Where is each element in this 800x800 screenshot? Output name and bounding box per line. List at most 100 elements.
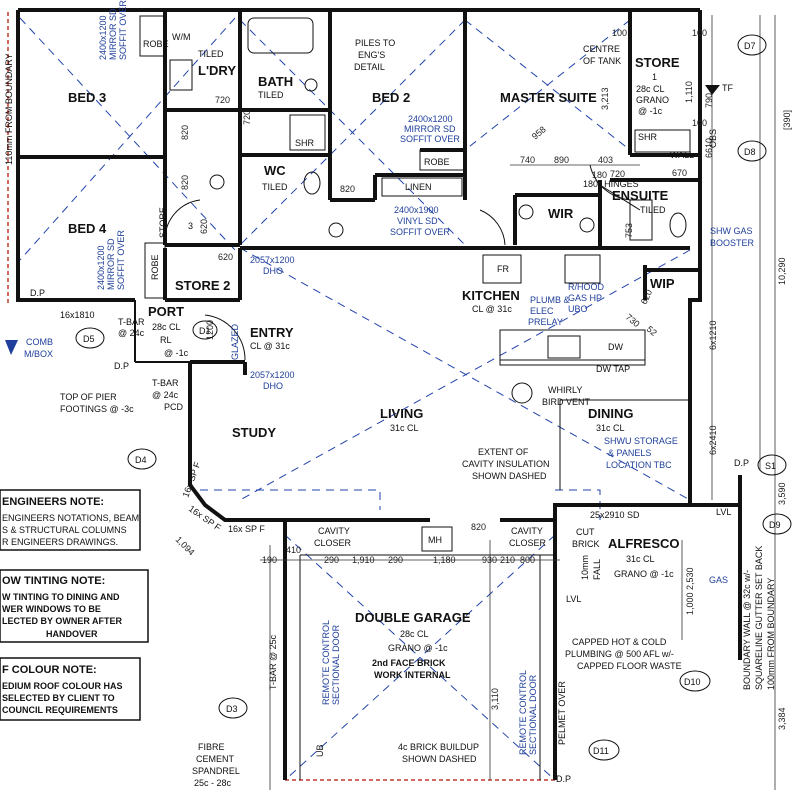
label-obs: OBS: [708, 129, 718, 148]
shw-gas-1: SHW GAS: [710, 226, 753, 236]
cavity-closer-1: CAVITY: [318, 526, 350, 536]
svg-text:290: 290: [388, 555, 403, 565]
remote2-2: SECTIONAL DOOR: [528, 674, 538, 755]
svg-text:1,000: 1,000: [685, 592, 695, 615]
label-gas: GAS: [709, 575, 728, 585]
room-wip: WIP: [650, 276, 675, 291]
tinting-note: OW TINTING NOTE: W TINTING TO DINING AND…: [0, 569, 149, 643]
svg-text:820: 820: [471, 522, 486, 532]
room-bath: BATH: [258, 74, 293, 89]
room-bed3: BED 3: [68, 90, 106, 105]
svg-text:WER WINDOWS TO BE: WER WINDOWS TO BE: [2, 604, 101, 614]
brick-buildup-1: 4c BRICK BUILDUP: [398, 742, 479, 752]
comb-1: COMB: [26, 337, 53, 347]
remote2-1: REMOTE CONTROL: [518, 670, 528, 755]
svg-text:800: 800: [520, 555, 535, 565]
capped-2: PLUMBING @ 500 AFL w/-: [565, 649, 674, 659]
room-garage: DOUBLE GARAGE: [355, 610, 471, 625]
boundary-right-1: BOUNDARY WALL @ 32c w/-: [742, 570, 752, 690]
marker-d10: D10: [679, 670, 711, 692]
marker-d7: D7: [737, 34, 767, 56]
engineers-note: ENGINEERS NOTE: ENGINEERS NOTATIONS, BEA…: [0, 489, 141, 551]
fall-1: 10mm: [580, 555, 590, 580]
room-wc: WC: [264, 163, 286, 178]
cavity-ins-1: EXTENT OF: [478, 447, 529, 457]
dp-2: D.P: [114, 361, 129, 371]
pier-1: TOP OF PIER: [60, 392, 117, 402]
svg-text:740: 740: [520, 155, 535, 165]
room-laundry-sub: TILED: [198, 49, 224, 59]
plumb-3: PRELAY: [528, 317, 563, 327]
svg-text:670: 670: [672, 168, 687, 178]
svg-text:790: 790: [704, 93, 714, 108]
shwu-3: LOCATION TBC: [606, 460, 672, 470]
cut-brick-2: BRICK: [572, 539, 600, 549]
svg-text:D10: D10: [684, 677, 701, 687]
fibre-3: SPANDREL: [192, 766, 240, 776]
colour-note: F COLOUR NOTE: EDIUM ROOF COLOUR HAS SEL…: [0, 657, 141, 721]
marker-d8: D8: [737, 140, 767, 162]
svg-text:10,290: 10,290: [777, 257, 787, 285]
room-port-detail2: @ -1c: [164, 348, 189, 358]
shwu-1: SHWU STORAGE: [604, 436, 678, 446]
cavity-closer-2: CLOSER: [314, 538, 352, 548]
room-bath-sub: TILED: [258, 90, 284, 100]
svg-text:S1: S1: [765, 461, 776, 471]
svg-text:403: 403: [598, 155, 613, 165]
marker-d1: D1: [192, 320, 218, 340]
marker-s1: S1: [757, 454, 787, 476]
cavity-ins-2: CAVITY INSULATION: [462, 459, 550, 469]
mirror-bed3-2: MIRROR SD: [108, 8, 118, 60]
piles-line1: PILES TO: [355, 38, 395, 48]
room-entry: ENTRY: [250, 325, 294, 340]
room-dining-sub: 31c CL: [596, 423, 625, 433]
label-lvl-1: LVL: [716, 507, 731, 517]
label-shr-ensuite: SHR: [638, 132, 658, 142]
svg-text:620: 620: [218, 252, 233, 262]
mirror-bed3-3: SOFFIT OVER: [118, 0, 128, 60]
label-pelmet: PELMET OVER: [557, 681, 567, 745]
svg-text:1200: 1200: [205, 320, 215, 340]
svg-text:1,180: 1,180: [433, 555, 456, 565]
fibre-1: FIBRE: [198, 742, 225, 752]
label-wall: WALL: [670, 150, 694, 160]
svg-text:52: 52: [645, 324, 659, 338]
marker-d3: D3: [218, 697, 248, 719]
pier-2: FOOTINGS @ -3c: [60, 404, 134, 414]
boundary-right-2: SQUARELINE GUTTER SET BACK: [754, 546, 764, 690]
svg-text:D8: D8: [744, 147, 756, 157]
svg-text:820: 820: [180, 175, 190, 190]
room-alfresco: ALFRESCO: [608, 536, 680, 551]
svg-text:D1: D1: [199, 326, 211, 336]
mirror-bed2-3: SOFFIT OVER: [400, 134, 460, 144]
vinyl-2: VINYL SD: [397, 216, 438, 226]
svg-text:6610: 6610: [704, 138, 714, 158]
svg-text:EDIUM ROOF COLOUR HAS: EDIUM ROOF COLOUR HAS: [2, 681, 123, 691]
label-wm: W/M: [172, 32, 191, 42]
svg-text:620: 620: [199, 219, 209, 234]
mirror-bed2-1: 2400x1200: [408, 114, 453, 124]
sd16-3: 16x SP F: [228, 524, 265, 534]
room-ensuite: ENSUITE: [612, 188, 669, 203]
room-store3: STORE: [158, 207, 168, 238]
svg-text:3,384: 3,384: [777, 707, 787, 730]
tbar3-1: T-BAR: [118, 317, 145, 327]
mirror-bed4-3: SOFFIT OVER: [116, 230, 126, 290]
svg-text:ENGINEERS NOTATIONS, BEAM: ENGINEERS NOTATIONS, BEAM: [2, 513, 139, 523]
svg-text:ENGINEERS NOTE:: ENGINEERS NOTE:: [2, 496, 104, 508]
whirly-1: WHIRLY: [548, 385, 582, 395]
brick-buildup-2: SHOWN DASHED: [402, 754, 477, 764]
dimension-lines: [260, 15, 776, 790]
svg-text:2,530: 2,530: [685, 567, 695, 590]
room-entry-sub: CL @ 31c: [250, 341, 290, 351]
room-garage-detail3: WORK INTERNAL: [374, 670, 451, 680]
svg-text:820: 820: [340, 184, 355, 194]
room-wir: WIR: [548, 206, 574, 221]
svg-text:100: 100: [692, 28, 707, 38]
room-living: LIVING: [380, 406, 423, 421]
svg-text:720: 720: [610, 169, 625, 179]
cavity-closer-3: CAVITY: [511, 526, 543, 536]
mirror-bed4-2: MIRROR SD: [106, 238, 116, 290]
svg-text:3,590: 3,590: [777, 482, 787, 505]
